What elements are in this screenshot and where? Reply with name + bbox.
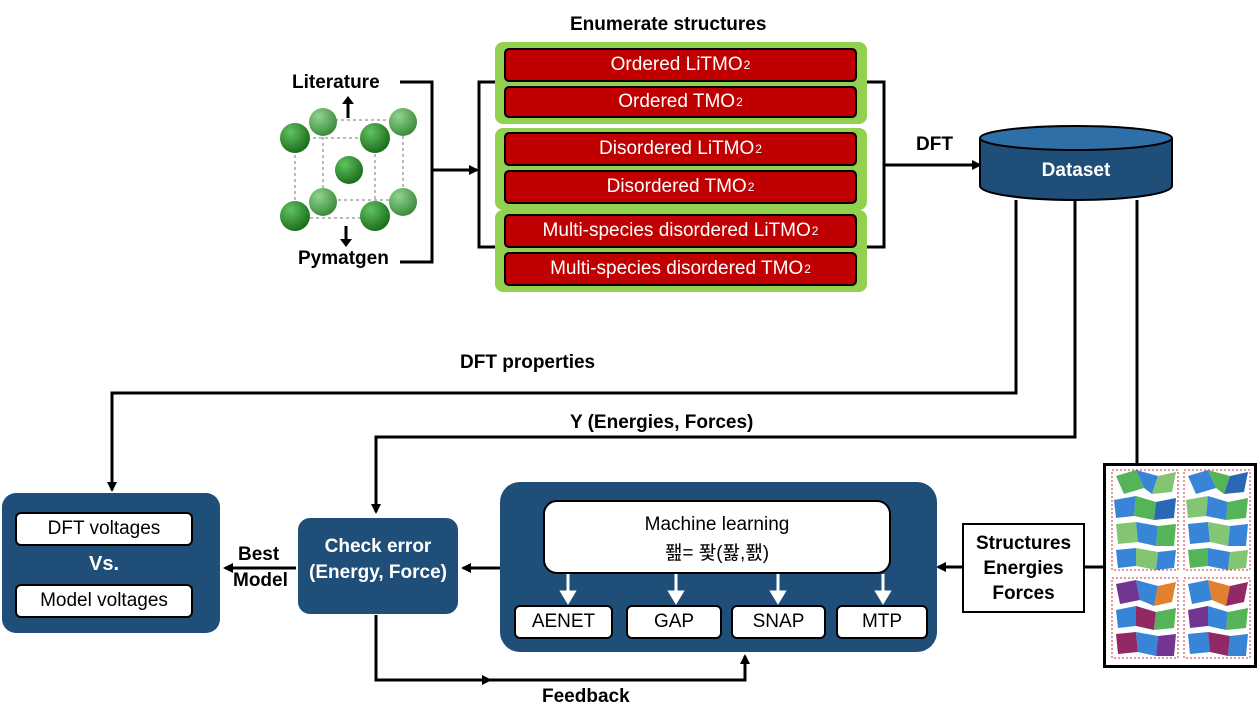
ml-arrows: [559, 574, 892, 605]
model-voltages-box: Model voltages: [15, 584, 193, 618]
source-bracket: [400, 80, 434, 264]
ml-title: Machine learning: [644, 514, 790, 535]
feedback-line: [374, 615, 750, 682]
structures-right-bracket: [866, 80, 886, 249]
ml-box: Machine learning 퐲= 퐟(퐗,퐰): [543, 500, 891, 574]
inputs-line3: Forces: [992, 583, 1055, 604]
vs-label: Vs.: [88, 553, 120, 575]
check-error-line1: Check error: [324, 536, 432, 557]
feedback-label: Feedback: [542, 686, 630, 707]
model-snap: SNAP: [731, 605, 826, 639]
best-model-label-line2: Model: [233, 570, 288, 591]
inputs-line2: Energies: [983, 558, 1064, 579]
inputs-line1: Structures: [975, 533, 1072, 554]
model-mtp: MTP: [836, 605, 928, 639]
enumerate-title: Enumerate structures: [570, 14, 767, 35]
dft-properties-label: DFT properties: [460, 352, 596, 373]
y-energies-forces-label: Y (Energies, Forces): [570, 412, 754, 433]
pymatgen-label: Pymatgen: [298, 248, 389, 269]
model-aenet: AENET: [514, 605, 613, 639]
model-gap: GAP: [626, 605, 722, 639]
dataset-cylinder-icon: [979, 125, 1173, 201]
inputs-box: Structures Energies Forces: [962, 523, 1085, 613]
dft-voltages-box: DFT voltages: [15, 512, 193, 546]
check-error-box: Check error (Energy, Force): [298, 518, 458, 614]
ml-formula: 퐲= 퐟(퐗,퐰): [664, 543, 770, 564]
dataset-label: Dataset: [1041, 160, 1111, 181]
best-model-label-line1: Best: [238, 544, 280, 565]
polyhedra-illustration-icon: [1111, 469, 1251, 659]
y-line: [371, 200, 1077, 514]
up-arrow-icon: [342, 96, 354, 125]
check-error-line2: (Energy, Force): [309, 562, 447, 583]
down-arrow-icon: [340, 226, 352, 253]
structures-left-bracket: [477, 80, 497, 249]
dft-properties-line: [107, 200, 1018, 492]
dft-label: DFT: [916, 134, 953, 155]
crystal-structures-image: [1103, 463, 1257, 668]
literature-label: Literature: [292, 72, 380, 93]
crystal-structure-icon: [280, 108, 417, 231]
